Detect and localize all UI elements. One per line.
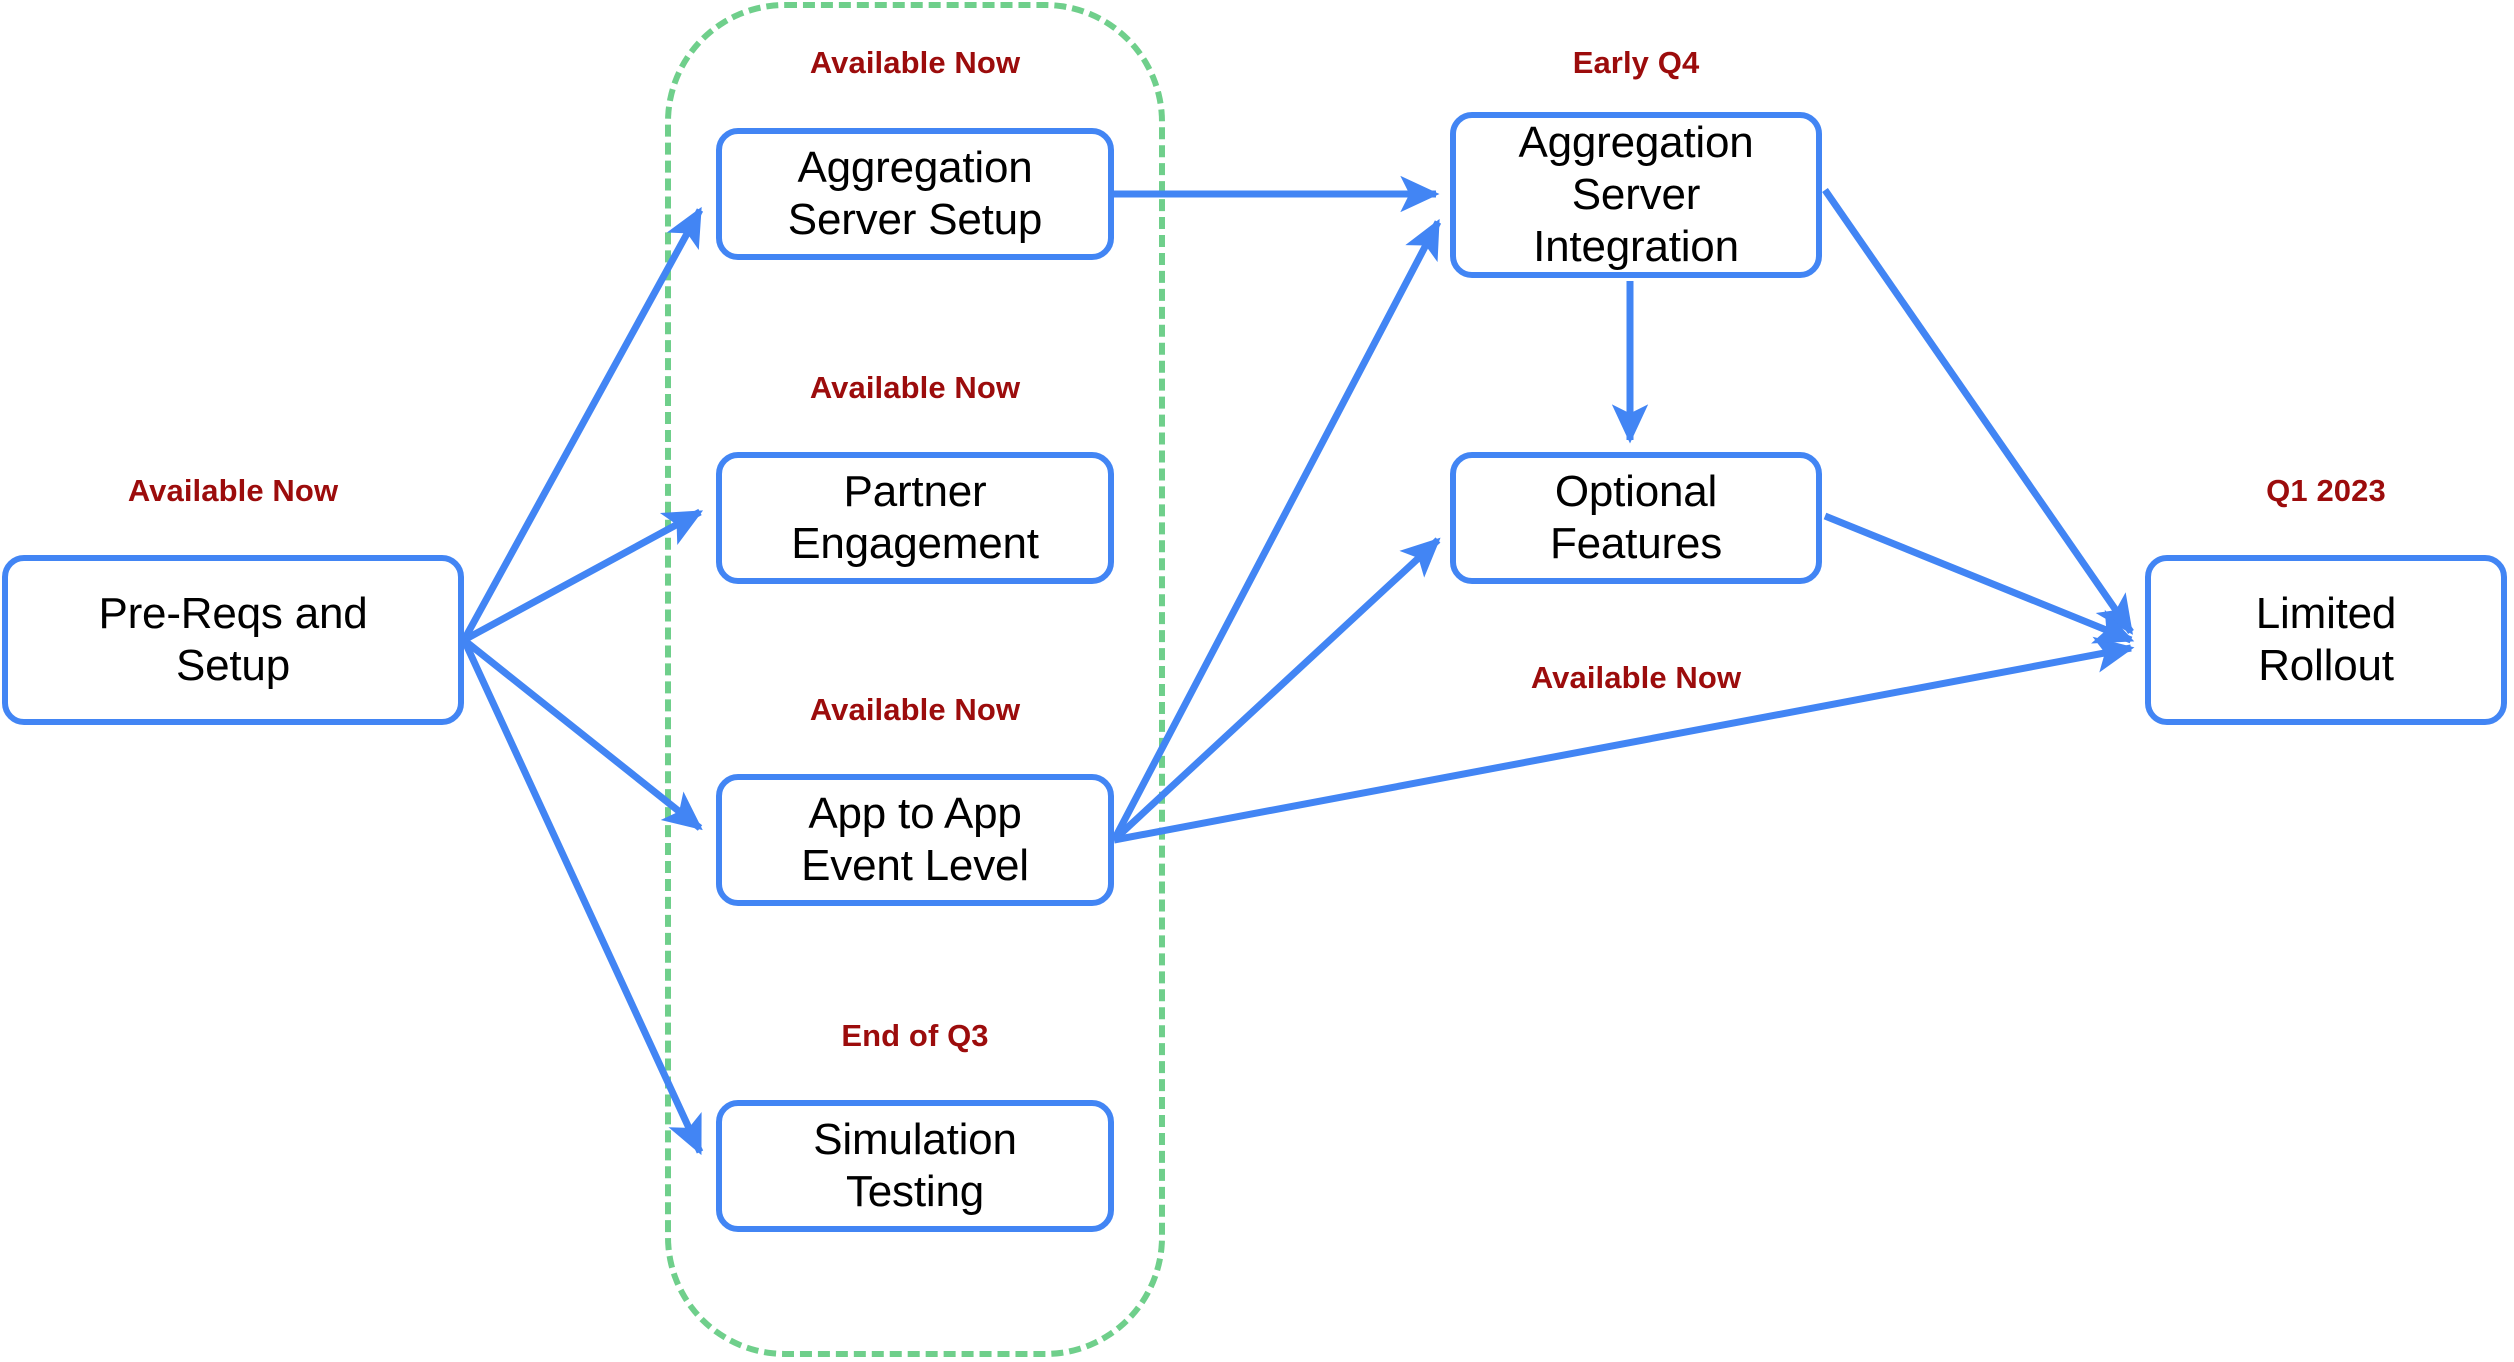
- node-label-app-to-app-event-level: App to App Event Level: [801, 789, 1029, 890]
- node-label-aggregation-server-integration: Aggregation Server Integration: [1518, 118, 1754, 271]
- caption-app-to-app-event-level: Available Now: [809, 692, 1021, 727]
- node-aggregation-server-integration[interactable]: Aggregation Server Integration: [1450, 112, 1822, 278]
- node-label-optional-features: Optional Features: [1549, 467, 1723, 568]
- caption-partner-engagement: Available Now: [809, 370, 1021, 405]
- caption-aggregation-server-integration: Early Q4: [1572, 45, 1700, 80]
- node-label-aggregation-server-setup: Aggregation Server Setup: [787, 143, 1043, 244]
- edge-optional-to-limited-rollout: [1823, 512, 2135, 644]
- edge-agg-integration-to-limited-rollout: [1822, 188, 2134, 635]
- node-optional-features[interactable]: Optional Features: [1450, 452, 1822, 584]
- node-app-to-app-event-level[interactable]: App to App Event Level: [716, 774, 1114, 906]
- node-label-simulation-testing: Simulation Testing: [813, 1115, 1017, 1216]
- caption-limited-rollout: Q1 2023: [2266, 473, 2386, 508]
- caption-simulation-testing: End of Q3: [841, 1018, 989, 1053]
- node-simulation-testing[interactable]: Simulation Testing: [716, 1100, 1114, 1232]
- node-limited-rollout[interactable]: Limited Rollout: [2145, 555, 2507, 725]
- node-label-pre-reqs-and-setup: Pre-Reqs and Setup: [98, 589, 368, 690]
- node-label-partner-engagement: Partner Engagement: [791, 467, 1039, 568]
- caption-optional-features: Available Now: [1530, 660, 1742, 695]
- node-partner-engagement[interactable]: Partner Engagement: [716, 452, 1114, 584]
- node-label-limited-rollout: Limited Rollout: [2255, 589, 2397, 690]
- node-pre-reqs-and-setup[interactable]: Pre-Reqs and Setup: [2, 555, 464, 725]
- caption-pre-reqs-and-setup: Available Now: [127, 473, 339, 508]
- caption-aggregation-server-setup: Available Now: [809, 45, 1021, 80]
- node-aggregation-server-setup[interactable]: Aggregation Server Setup: [716, 128, 1114, 260]
